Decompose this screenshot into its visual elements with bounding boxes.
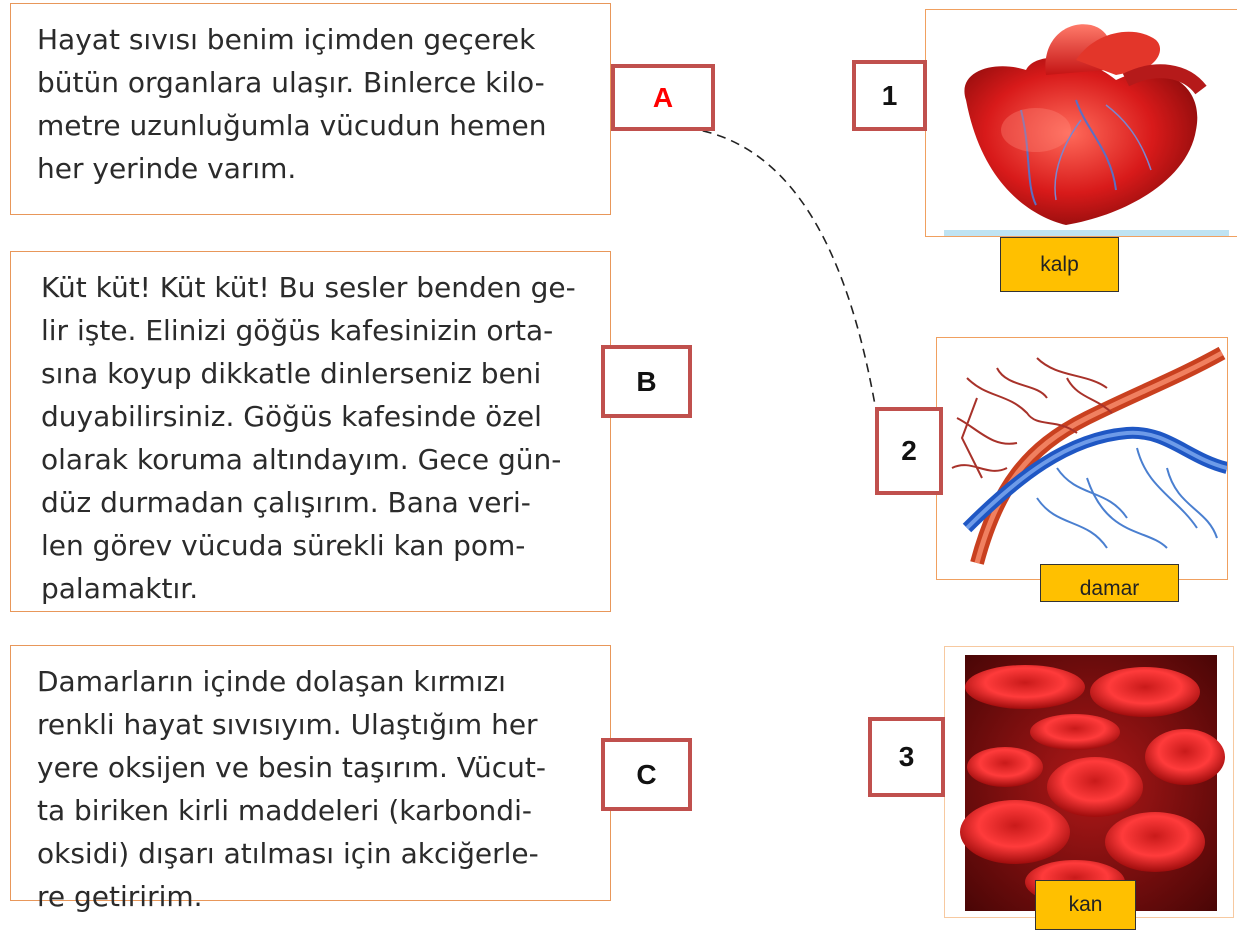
text-c-line-6: re getiririm.	[37, 880, 203, 913]
text-b-line-1: Küt küt! Küt küt! Bu sesler benden ge-	[41, 271, 576, 304]
text-b-line-5: olarak koruma altındayım. Gece gün-	[41, 443, 562, 476]
text-b-line-2: lir işte. Elinizi göğüs kafesinizin orta…	[41, 314, 554, 347]
number-box-3: 3	[868, 717, 945, 797]
heart-icon	[944, 24, 1229, 236]
label-damar: damar	[1040, 564, 1179, 602]
letter-box-b[interactable]: B	[601, 345, 692, 418]
text-c-line-1: Damarların içinde dolaşan kırmızı	[37, 665, 506, 698]
text-c-line-3: yere oksijen ve besin taşırım. Vücut-	[37, 751, 546, 784]
label-kan: kan	[1035, 880, 1136, 930]
number-box-1: 1	[852, 60, 927, 131]
text-b-line-7: len görev vücuda sürekli kan pom-	[41, 529, 526, 562]
text-box-b: Küt küt! Küt küt! Bu sesler benden ge- l…	[10, 251, 611, 612]
text-b-line-6: düz durmadan çalışırım. Bana veri-	[41, 486, 531, 519]
text-c-line-2: renkli hayat sıvısıyım. Ulaştığım her	[37, 708, 538, 741]
text-a-line-1: Hayat sıvısı benim içimden geçerek	[37, 23, 536, 56]
label-kalp: kalp	[1000, 237, 1119, 292]
vessel-image-frame	[936, 337, 1228, 580]
blood-vessel-icon	[951, 346, 1227, 565]
text-a-line-4: her yerinde varım.	[37, 152, 297, 185]
text-box-a: Hayat sıvısı benim içimden geçerek bütün…	[10, 3, 611, 215]
number-box-2: 2	[875, 407, 943, 495]
text-a-line-2: bütün organlara ulaşır. Binlerce kilo-	[37, 66, 545, 99]
text-c-line-4: ta biriken kirli maddeleri (karbondi-	[37, 794, 532, 827]
letter-box-c[interactable]: C	[601, 738, 692, 811]
text-a-line-3: metre uzunluğumla vücudun hemen	[37, 109, 547, 142]
red-blood-cells-icon	[960, 655, 1225, 911]
text-b-line-4: duyabilirsiniz. Göğüs kafesinde özel	[41, 400, 542, 433]
text-box-c: Damarların içinde dolaşan kırmızı renkli…	[10, 645, 611, 913]
letter-box-a[interactable]: A	[611, 64, 715, 131]
text-c-line-5: oksidi) dışarı atılması için akciğerle-	[37, 837, 539, 870]
blood-image-frame	[944, 646, 1234, 918]
text-b-line-3: sına koyup dikkatle dinlerseniz beni	[41, 357, 542, 390]
heart-image-frame	[925, 9, 1237, 237]
text-b-line-8: palamaktır.	[41, 572, 199, 605]
